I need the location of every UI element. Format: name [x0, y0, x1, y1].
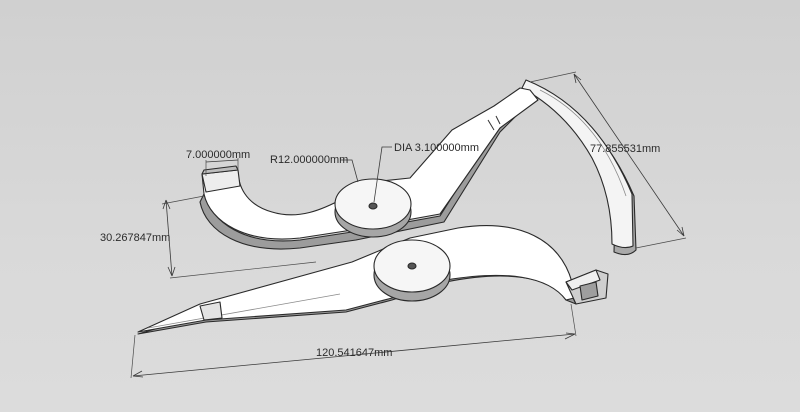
- arc-dimension-label: 77.855531mm: [590, 143, 660, 155]
- lower-arm: [137, 225, 609, 335]
- dimension-overall-length[interactable]: 120.541647mm: [130, 303, 577, 379]
- upper-arm: [199, 79, 637, 256]
- length-dimension-label: 120.541647mm: [316, 347, 392, 359]
- dimension-jaw-height[interactable]: 30.267847mm: [100, 195, 317, 279]
- height-dimension-label: 30.267847mm: [100, 232, 170, 244]
- dimension-hole-diameter[interactable]: DIA 3.100000mm: [373, 142, 479, 203]
- hole-dimension-label: DIA 3.100000mm: [394, 142, 479, 154]
- tip-width-dimension-label: 7.000000mm: [186, 149, 250, 161]
- dimension-pivot-radius[interactable]: R12.000000mm: [270, 154, 359, 183]
- dimension-arc-chord[interactable]: 77.855531mm: [529, 71, 687, 249]
- dimension-tip-width[interactable]: 7.000000mm: [186, 149, 250, 176]
- radius-dimension-label: R12.000000mm: [270, 154, 348, 166]
